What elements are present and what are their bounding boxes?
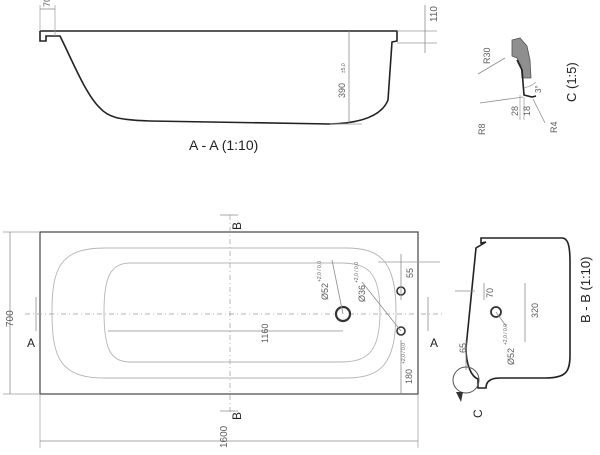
plan-dim-180-tolerance: +2,0 / 0,0 <box>401 343 407 364</box>
detail-c-r-right: R4 <box>549 121 559 133</box>
aa-height-top-label: 110 <box>429 6 440 22</box>
plan-outer-rim <box>39 231 419 395</box>
detail-c-dim-18: 18 <box>522 106 532 116</box>
plan-hole-36: Ø36 <box>357 285 367 302</box>
plan-label-a-right: A <box>430 336 438 350</box>
plan-label-b-bottom: B <box>230 412 244 420</box>
section-bb-title: B - B (1:10) <box>578 257 593 323</box>
plan-hole-52-tol: +2,0 / 0,0 <box>317 261 323 282</box>
plan-label-a-left: A <box>27 336 35 350</box>
bb-detail-c-arrow <box>456 392 463 402</box>
bb-dim-320: 320 <box>530 303 540 318</box>
bb-dim-70: 70 <box>485 288 495 298</box>
plan-dim-700: 700 <box>5 310 16 327</box>
plan-label-b-top: B <box>230 222 244 230</box>
bb-hole-52-tol: +2,0 / 0,0 <box>503 324 509 345</box>
detail-c-title: C (1:5) <box>564 62 579 102</box>
aa-depth-tolerance: ±5,0 <box>341 63 347 73</box>
section-aa-title: A - A (1:10) <box>189 137 258 153</box>
aa-depth-label: 390 <box>337 83 347 98</box>
section-aa-profile <box>39 30 398 125</box>
detail-c-edge <box>516 59 537 98</box>
plan-inner-top <box>51 247 397 379</box>
detail-c-angle: 3° <box>534 85 543 93</box>
detail-c-rim-section <box>511 37 532 79</box>
detail-c-dim-28: 28 <box>510 106 520 116</box>
detail-c-r-left: R8 <box>477 123 487 135</box>
detail-c-r-top: R30 <box>482 47 492 64</box>
bb-hole-52: Ø52 <box>506 348 516 365</box>
bb-detail-ref: C <box>471 409 485 418</box>
plan-dim-55: 55 <box>405 268 415 278</box>
plan-hole-36-tol: +2,0 / 0,0 <box>354 262 360 283</box>
plan-dim-1160: 1160 <box>260 324 270 343</box>
plan-view: B B A A 1160 55 180 +2,0 / 0,0 Ø52 +2,0 … <box>3 214 445 448</box>
section-aa: 70 110 390 ±5,0 A - A (1:10) <box>39 0 440 153</box>
detail-c: R30 R8 R4 28 18 3° C (1:5) <box>477 37 579 135</box>
bb-detail-c-circle <box>452 366 480 394</box>
aa-rim-width-label: 70 <box>42 0 52 7</box>
plan-dim-1600: 1600 <box>219 425 230 448</box>
plan-basin-floor <box>103 262 381 363</box>
section-bb-profile <box>465 237 571 389</box>
section-bb: 70 320 Ø52 +2,0 / 0,0 65 C B - B (1:10) <box>452 237 593 418</box>
plan-dim-180: 180 <box>404 369 414 384</box>
bb-dim-65: 65 <box>458 343 468 353</box>
plan-hole-52: Ø52 <box>320 283 330 300</box>
